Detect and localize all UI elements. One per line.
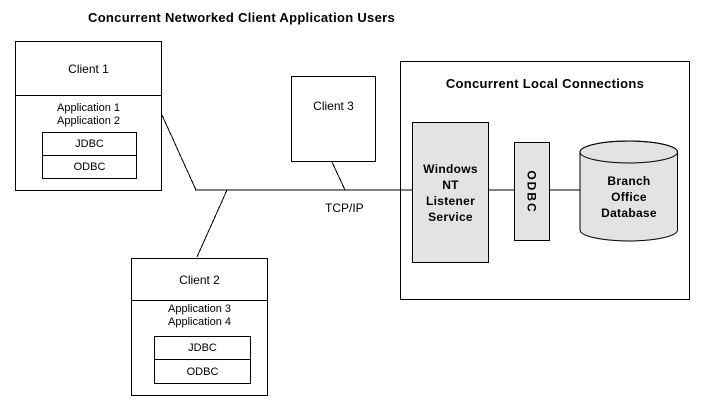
client2-application-1: Application 3 <box>168 303 231 315</box>
client2-box: Client 2 Application 3 Application 4 JDB… <box>131 258 268 396</box>
client1-odbc-label: ODBC <box>73 161 106 173</box>
listener-service-box: Windows NT Listener Service <box>412 122 489 263</box>
client2-odbc-label: ODBC <box>186 365 219 378</box>
listener-line-2: NT <box>442 177 459 192</box>
client1-jdbc-label: JDBC <box>75 138 104 150</box>
client1-connector-line <box>161 114 197 191</box>
server-box-title: Concurrent Local Connections <box>445 76 645 91</box>
client1-label: Client 1 <box>68 61 109 76</box>
client2-application-2: Application 4 <box>168 316 231 328</box>
client2-jdbc-box: JDBC <box>154 336 251 360</box>
server-odbc-box: ODBC <box>514 142 550 241</box>
client3-label: Client 3 <box>313 99 354 113</box>
client2-applications: Application 3 Application 4 <box>132 303 267 329</box>
tcpip-label: TCP/IP <box>325 201 364 215</box>
listener-line-4: Service <box>428 209 473 224</box>
client1-application-2: Application 2 <box>57 115 120 127</box>
client1-applications: Application 1 Application 2 <box>16 102 161 128</box>
client2-jdbc-label: JDBC <box>188 342 217 354</box>
listener-line-3: Listener <box>425 193 476 208</box>
database-line-1: Branch <box>607 174 651 188</box>
client2-label: Client 2 <box>179 272 220 287</box>
diagram-title: Concurrent Networked Client Application … <box>88 10 396 25</box>
client1-odbc-box: ODBC <box>42 155 137 179</box>
client1-application-1: Application 1 <box>57 102 120 114</box>
server-box: Concurrent Local Connections Windows NT … <box>400 61 690 300</box>
client3-box: Client 3 <box>291 76 376 162</box>
server-odbc-label: ODBC <box>525 169 539 214</box>
database-line-2: Office <box>611 190 647 204</box>
database-line-3: Database <box>601 206 657 220</box>
client3-connector-line <box>331 161 346 191</box>
client1-jdbc-box: JDBC <box>42 132 137 156</box>
database-label: Branch Office Database <box>580 173 678 221</box>
listener-line-1: Windows <box>423 161 478 176</box>
client2-header: Client 2 <box>132 259 267 301</box>
database-cylinder <box>579 140 678 242</box>
client2-connector-line <box>196 189 228 258</box>
client2-odbc-box: ODBC <box>154 359 251 384</box>
client1-box: Client 1 Application 1 Application 2 JDB… <box>15 41 162 191</box>
client1-header: Client 1 <box>16 42 161 96</box>
